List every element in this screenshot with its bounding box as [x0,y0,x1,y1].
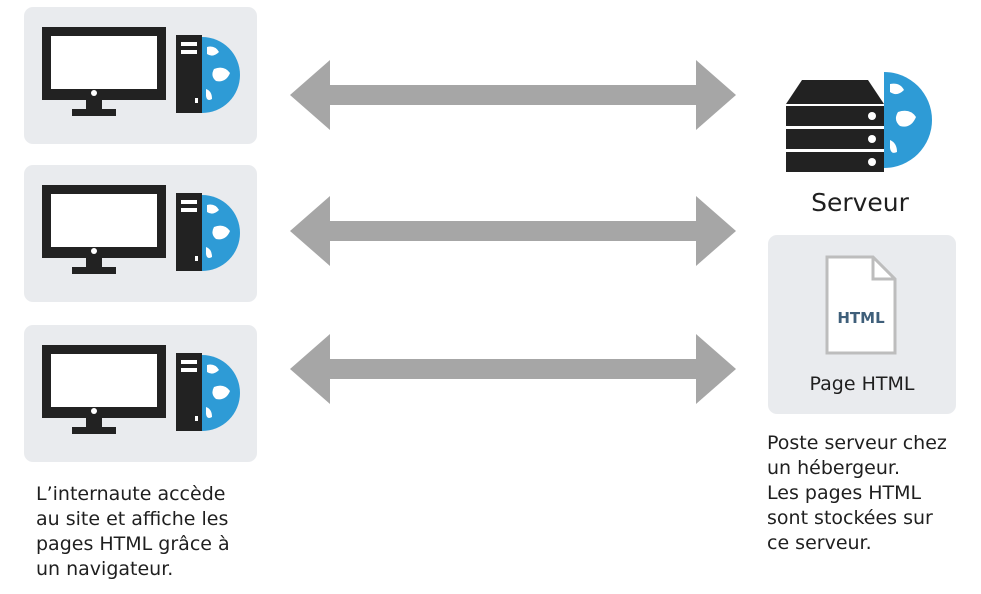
caption-line: ce serveur. [767,532,872,554]
caption-line: L’internaute accède [36,483,226,505]
client-icon-group [42,27,240,116]
client-caption: L’internaute accède au site et affiche l… [36,482,286,582]
globe-icon [884,72,932,168]
caption-line: Poste serveur chez [767,432,947,454]
monitor-icon [42,185,166,274]
globe-icon [202,355,240,431]
monitor-icon [42,345,166,434]
tower-icon [176,353,202,431]
client-workstation-2 [24,165,257,302]
caption-line: un hébergeur. [767,457,900,479]
client-workstation-3 [24,325,257,462]
double-arrow-icon [290,60,736,130]
client-workstation-1 [24,7,257,144]
globe-icon [202,37,240,113]
tower-icon [176,193,202,271]
caption-line: pages HTML grâce à [36,533,230,555]
server-icon [780,70,940,180]
caption-line: un navigateur. [36,558,174,580]
caption-line: Les pages HTML [767,482,922,504]
server-caption: Poste serveur chez un hébergeur. Les pag… [767,431,977,556]
caption-line: sont stockées sur [767,507,933,529]
monitor-icon [42,27,166,116]
html-file-icon: HTML [825,255,897,355]
server-label: Serveur [811,188,909,217]
html-badge: HTML [837,309,885,327]
html-page-card: HTML Page HTML [768,235,956,414]
double-arrow-icon [290,196,736,266]
client-icon-group [42,185,240,274]
tower-icon [176,35,202,113]
html-page-label: Page HTML [809,373,915,395]
client-icon-group [42,345,240,434]
double-arrow-icon [290,334,736,404]
caption-line: au site et affiche les [36,508,229,530]
globe-icon [202,195,240,271]
